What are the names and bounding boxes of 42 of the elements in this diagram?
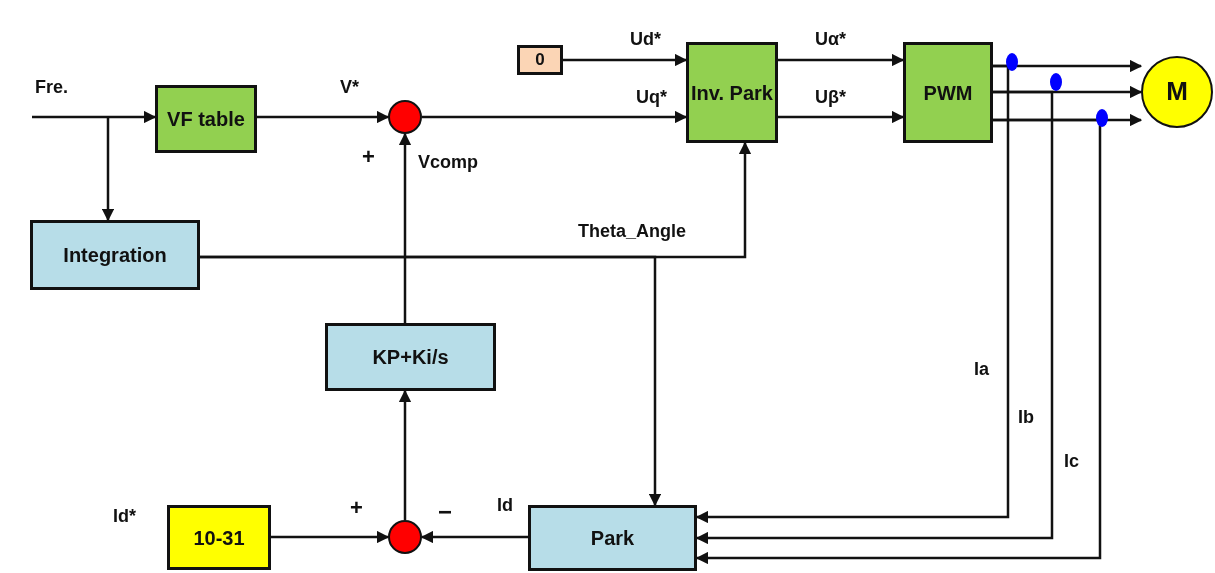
edge-label: Uq* — [636, 88, 667, 106]
edge-label: Id — [497, 496, 513, 514]
process-box: Park — [528, 505, 697, 571]
summing-junction — [388, 520, 422, 554]
edge-label: Uβ* — [815, 88, 846, 106]
arrow — [563, 53, 688, 67]
edge-label: Ud* — [630, 30, 661, 48]
edge-label: Uα* — [815, 30, 847, 48]
arrow — [257, 110, 390, 124]
edge-label: Vcomp — [418, 153, 478, 171]
process-box: Integration — [30, 220, 200, 290]
signal-label: Id* — [113, 507, 136, 525]
arrow — [695, 64, 1010, 524]
setpoint-box: 10-31 — [167, 505, 271, 570]
sign-label: + — [362, 146, 375, 168]
edge-label: Ic — [1064, 452, 1079, 470]
sign-label: + — [350, 497, 363, 519]
constant-box: 0 — [517, 45, 563, 75]
arrow — [778, 53, 905, 67]
arrow — [200, 255, 662, 507]
summing-junction — [388, 100, 422, 134]
arrow — [695, 118, 1102, 565]
arrow — [398, 389, 412, 520]
arrow — [422, 110, 688, 124]
arrow — [101, 117, 115, 222]
edge-label: Ia — [974, 360, 989, 378]
arrow — [32, 110, 157, 124]
process-box: KP+Ki/s — [325, 323, 496, 391]
process-box: Inv. Park — [686, 42, 778, 143]
arrow — [420, 530, 528, 544]
motor-circle: M — [1141, 56, 1213, 128]
edge-label: Theta_Angle — [578, 222, 687, 240]
arrow — [695, 90, 1054, 545]
arrow — [778, 110, 905, 124]
edge-label: Ib — [1018, 408, 1034, 426]
arrow — [398, 132, 412, 323]
process-box: PWM — [903, 42, 993, 143]
edge-label: V* — [340, 78, 359, 96]
edge-label: Fre. — [35, 78, 68, 96]
sign-label: − — [438, 500, 452, 524]
arrow — [271, 530, 390, 544]
process-box: VF table — [155, 85, 257, 153]
